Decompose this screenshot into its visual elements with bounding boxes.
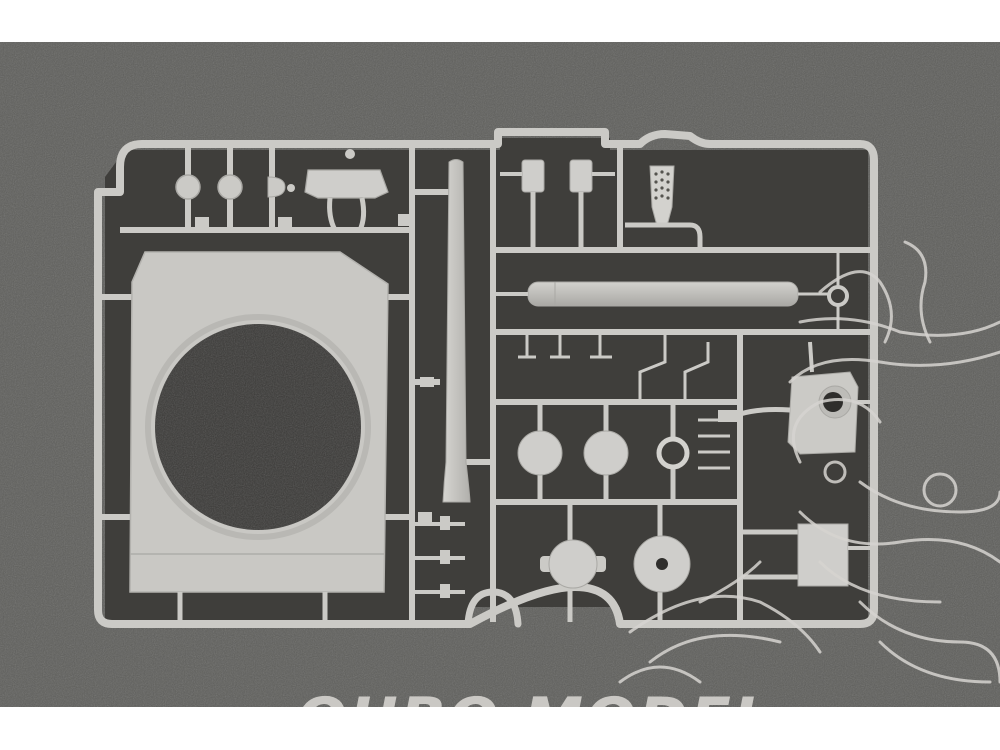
small-t-parts [415, 512, 465, 598]
hull-plate-part [129, 251, 389, 622]
small-parts-top-right [500, 159, 703, 250]
watermark-text: OUBO MODEL [296, 690, 773, 707]
sprue-photo: OUBO MODEL [0, 42, 1000, 707]
internal-runners [100, 144, 874, 622]
tube-part [495, 250, 849, 332]
small-handle-parts [518, 332, 710, 402]
box-part [740, 523, 874, 587]
turret-block-part [739, 341, 874, 455]
wheel-parts [540, 502, 691, 622]
gun-barrel-vertical [420, 159, 471, 503]
watermark-dragon [618, 240, 1000, 684]
sprue-illustration [0, 42, 1000, 707]
vent-holes [654, 170, 670, 200]
round-parts [517, 402, 738, 502]
small-parts-top-left [175, 149, 410, 232]
